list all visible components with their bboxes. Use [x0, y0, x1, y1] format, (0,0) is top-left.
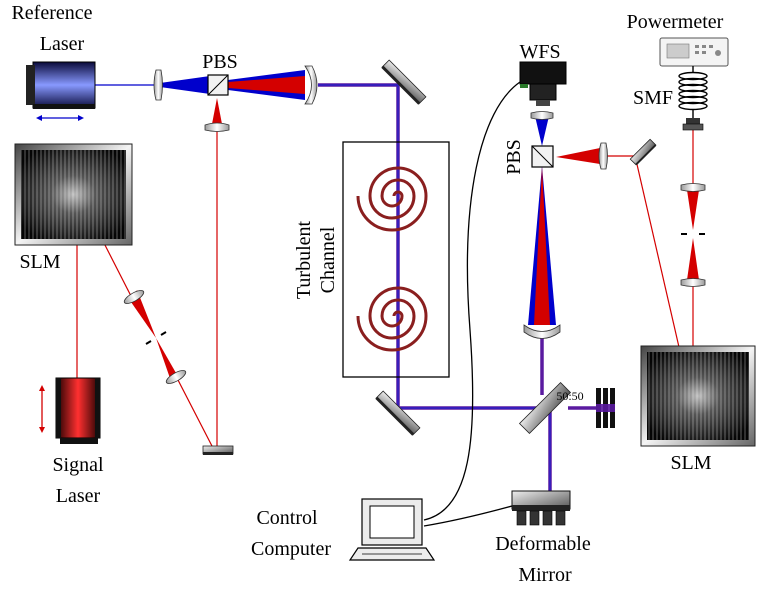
telescope-beam-left-b	[156, 338, 176, 384]
signal-laser-label-2: Laser	[56, 485, 101, 507]
slm-left	[14, 143, 133, 246]
reference-beam-expanded	[160, 76, 210, 94]
lens-left-upper	[123, 290, 145, 304]
signal-laser-label-1: Signal	[52, 454, 104, 476]
lens-right-lower	[680, 278, 706, 287]
mirror-right	[629, 138, 657, 166]
deformable-mirror	[511, 490, 571, 526]
powermeter-label: Powermeter	[627, 11, 724, 33]
reference-laser-translation-arrow	[36, 115, 84, 121]
turbulent-label-2: Channel	[317, 226, 339, 293]
pbs-left	[207, 74, 229, 96]
lens-reference	[153, 69, 163, 101]
lens-wfs	[530, 111, 554, 120]
slm-left-label: SLM	[19, 251, 60, 273]
combined-beam-red	[228, 76, 305, 94]
beam-splitter-50-50	[518, 381, 572, 435]
telescope-beam-left-a	[131, 290, 156, 338]
cable-to-deformable-mirror	[423, 505, 513, 527]
turbulent-channel	[342, 141, 450, 378]
turbulence-spiral-upper	[356, 166, 428, 232]
pinhole-left	[145, 331, 167, 345]
lens-right-upper	[680, 183, 706, 192]
wfs-label: WFS	[519, 41, 560, 63]
mirror-channel-bottom	[375, 390, 421, 436]
signal-laser	[55, 377, 101, 444]
beam-to-right-lens	[556, 148, 600, 164]
splitter-ratio-label: 50:50	[556, 389, 583, 403]
pbs-left-label: PBS	[202, 51, 238, 73]
control-computer	[348, 498, 436, 561]
lens-right-pbs	[598, 142, 608, 170]
slm-right-label: SLM	[670, 452, 711, 474]
beam-cone-red	[534, 166, 550, 325]
control-computer-label-2: Computer	[251, 538, 331, 560]
mirror-top	[381, 59, 427, 105]
deformable-mirror-label-2: Mirror	[518, 564, 572, 586]
lens-below-pbs	[204, 122, 230, 132]
beam-dump	[568, 388, 615, 428]
signal-beam-diagonal	[177, 379, 214, 449]
reference-laser	[26, 61, 96, 109]
pbs-right-label: PBS	[503, 139, 525, 175]
smf-label: SMF	[633, 87, 673, 109]
control-computer-label-1: Control	[256, 507, 318, 529]
slm-right	[640, 345, 756, 447]
turbulence-spiral-lower	[356, 286, 428, 352]
wfs-camera	[519, 61, 567, 106]
lens-focusing-right	[523, 324, 561, 339]
lens-expander	[304, 65, 318, 105]
lens-left-lower	[165, 370, 187, 384]
cable-to-wfs	[423, 81, 521, 521]
telescope-beam-right-b	[687, 190, 699, 230]
beam-to-wfs	[535, 116, 549, 146]
signal-laser-translation-arrow	[39, 385, 45, 433]
fiber-coupler	[682, 118, 704, 131]
turbulent-label-1: Turbulent	[293, 220, 315, 299]
reference-laser-label-2: Laser	[40, 33, 85, 55]
powermeter	[659, 37, 729, 67]
deformable-mirror-label-1: Deformable	[495, 533, 591, 555]
telescope-beam-right-a	[687, 238, 699, 280]
pbs-right	[531, 145, 554, 168]
signal-beam-into-pbs	[212, 98, 222, 124]
reference-laser-label-1: Reference	[11, 2, 92, 24]
smf-coil	[678, 66, 708, 118]
mirror-bottom-left	[202, 445, 234, 455]
